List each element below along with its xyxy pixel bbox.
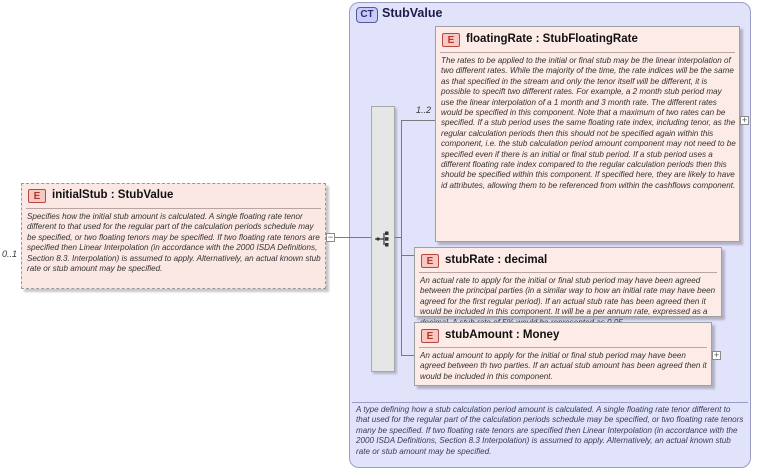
stub-amount-title: stubAmount : Money xyxy=(445,329,560,341)
connector-line xyxy=(401,255,414,256)
stub-amount-element[interactable]: E stubAmount : Money An actual amount to… xyxy=(414,322,712,386)
element-separator xyxy=(440,52,735,53)
stub-rate-description: An actual rate to apply for the initial … xyxy=(420,276,716,327)
complex-type-separator xyxy=(352,402,748,403)
complex-type-description: A type defining how a stub calculation p… xyxy=(356,405,744,456)
connector-line xyxy=(335,237,371,238)
element-badge: E xyxy=(442,33,460,47)
stub-amount-description: An actual amount to apply for the initia… xyxy=(420,351,707,381)
initial-stub-cardinality: 0..1 xyxy=(2,249,18,259)
complex-type-title: StubValue xyxy=(382,6,443,20)
expand-icon[interactable]: + xyxy=(740,115,749,125)
sequence-compositor[interactable] xyxy=(371,106,395,372)
initial-stub-description: Specifies how the initial stub amount is… xyxy=(27,212,321,274)
stub-rate-element[interactable]: E stubRate : decimal An actual rate to a… xyxy=(414,247,722,327)
expand-icon[interactable]: + xyxy=(712,350,721,360)
floating-rate-element[interactable]: E floatingRate : StubFloatingRate The ra… xyxy=(435,26,740,242)
connector-line xyxy=(401,355,414,356)
element-badge: E xyxy=(421,254,439,268)
connector-line xyxy=(401,120,435,121)
floating-rate-cardinality: 1..2 xyxy=(416,105,432,115)
element-separator xyxy=(419,347,707,348)
element-separator xyxy=(26,208,321,209)
sequence-icon xyxy=(375,231,389,247)
initial-stub-title: initialStub : StubValue xyxy=(52,189,174,201)
element-badge: E xyxy=(28,189,46,203)
element-badge: E xyxy=(421,329,439,343)
connector-line xyxy=(401,120,402,356)
connector-line xyxy=(395,237,401,238)
initial-stub-element[interactable]: E initialStub : StubValue Specifies how … xyxy=(21,183,326,289)
collapse-icon[interactable]: − xyxy=(326,232,335,242)
element-separator xyxy=(419,272,717,273)
floating-rate-title: floatingRate : StubFloatingRate xyxy=(466,33,638,45)
stub-rate-title: stubRate : decimal xyxy=(445,254,548,266)
floating-rate-description: The rates to be applied to the initial o… xyxy=(441,56,736,190)
complex-type-badge: CT xyxy=(356,7,378,23)
